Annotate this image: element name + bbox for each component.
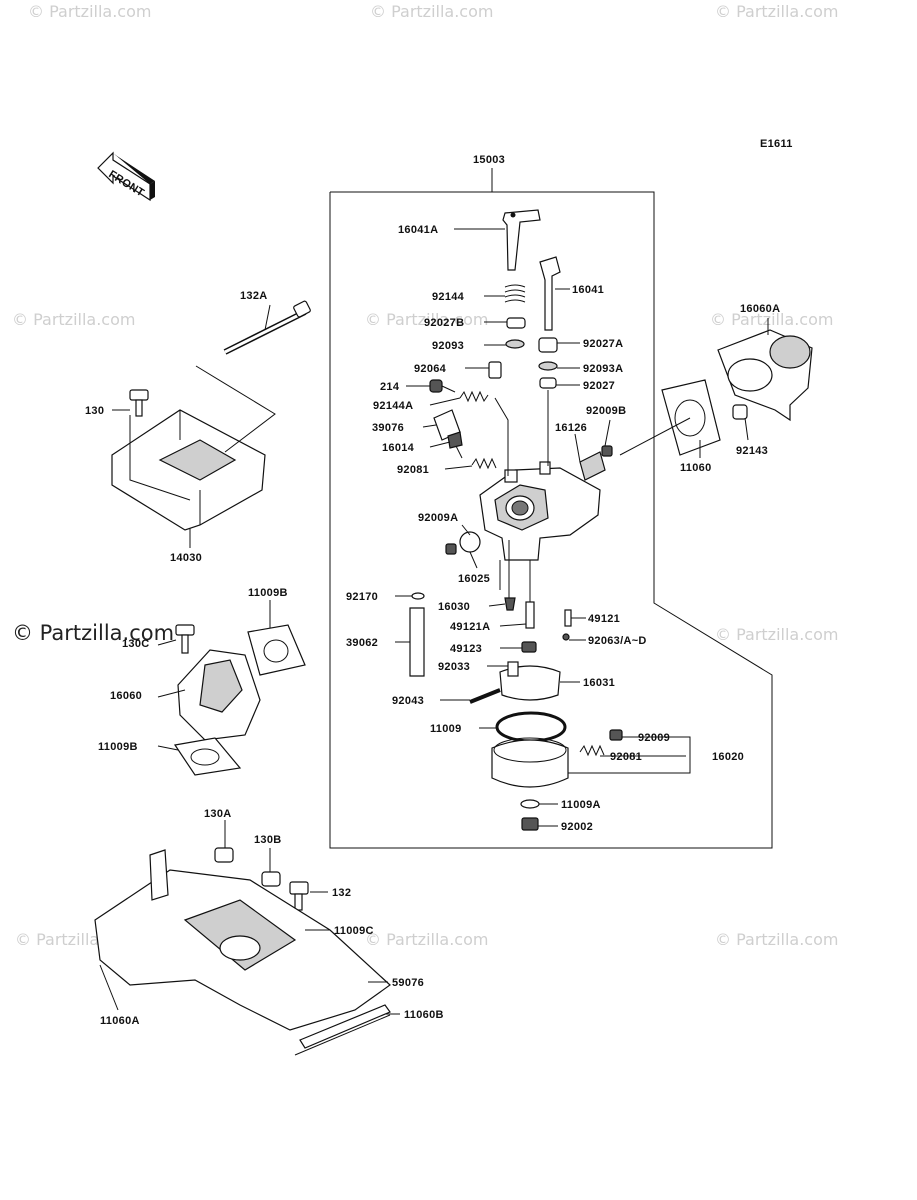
callout-92027: 92027 (583, 380, 615, 392)
callout-11009: 11009 (430, 723, 461, 735)
callout-16041A: 16041A (398, 224, 438, 236)
callout-92093A: 92093A (583, 363, 623, 375)
callout-92081: 92081 (397, 464, 429, 476)
callout-92027B: 92027B (424, 317, 464, 329)
callout-92043: 92043 (392, 695, 424, 707)
callout-92033: 92033 (438, 661, 470, 673)
callout-14030: 14030 (170, 552, 202, 564)
watermark-text: © Partzilla.com (370, 2, 493, 21)
callout-15003: 15003 (473, 154, 505, 166)
callout-16020: 16020 (712, 751, 744, 763)
callout-92144: 92144 (432, 291, 465, 303)
callout-11009B-lower: 11009B (98, 741, 138, 753)
callout-92009: 92009 (638, 732, 670, 744)
watermark-text: © Partzilla.com (715, 625, 838, 644)
callout-92170: 92170 (346, 591, 378, 603)
callout-92063-a-d: 92063/A~D (588, 635, 647, 647)
callout-39062: 39062 (346, 637, 378, 649)
callout-11009A: 11009A (561, 799, 601, 811)
callout-92009B: 92009B (586, 405, 626, 417)
callout-16014: 16014 (382, 442, 415, 454)
callout-92002: 92002 (561, 821, 593, 833)
watermark-text: © Partzilla.com (715, 930, 838, 949)
callout-92144A: 92144A (373, 400, 413, 412)
callout-16060A: 16060A (740, 303, 780, 315)
callout-92064: 92064 (414, 363, 447, 375)
callout-11060A: 11060A (100, 1015, 140, 1027)
watermark-text: © Partzilla.com (365, 930, 488, 949)
callout-16126: 16126 (555, 422, 587, 434)
callout-49123: 49123 (450, 643, 482, 655)
callout-130C: 130C (122, 638, 150, 650)
callout-16030: 16030 (438, 601, 470, 613)
callout-92009A: 92009A (418, 512, 458, 524)
callout-39076: 39076 (372, 422, 404, 434)
callout-132A: 132A (240, 290, 268, 302)
callout-16060: 16060 (110, 690, 142, 702)
watermark-text: © Partzilla.com (365, 310, 488, 329)
leader-lines (99, 228, 769, 1015)
callout-11009B-upper: 11009B (248, 587, 288, 599)
watermark-text-bold: © Partzilla.com (12, 621, 174, 645)
callout-130: 130 (85, 405, 104, 417)
watermark-text: © Partzilla.com (715, 2, 838, 21)
callout-49121A: 49121A (450, 621, 490, 633)
callout-11009C: 11009C (334, 925, 374, 937)
callout-16041: 16041 (572, 284, 604, 296)
callout-16031: 16031 (583, 677, 615, 689)
callout-labels: 15003 16041A 16041 92144 92027B 92027A 9… (85, 154, 780, 1027)
callout-16025: 16025 (458, 573, 490, 585)
callout-49121: 49121 (588, 613, 620, 625)
callout-92143: 92143 (736, 445, 768, 457)
watermark-text: © Partzilla.com (28, 2, 151, 21)
callout-11060: 11060 (680, 462, 711, 474)
watermark-text: © Partzilla.com (12, 310, 135, 329)
callout-59076: 59076 (392, 977, 424, 989)
callout-130A: 130A (204, 808, 232, 820)
callout-132: 132 (332, 887, 351, 899)
part-drawings (94, 209, 813, 1056)
watermark-text: © Partzilla.com (710, 310, 833, 329)
callout-130B: 130B (254, 834, 282, 846)
callout-11060B: 11060B (404, 1009, 444, 1021)
diagram-code: E1611 (760, 138, 793, 150)
front-arrow-icon: FRONT (97, 151, 155, 202)
callout-92027A: 92027A (583, 338, 623, 350)
callout-92093: 92093 (432, 340, 464, 352)
callout-92081-lower: 92081 (610, 751, 642, 763)
carburetor-assembly-frame (329, 168, 773, 849)
callout-214: 214 (380, 381, 400, 393)
